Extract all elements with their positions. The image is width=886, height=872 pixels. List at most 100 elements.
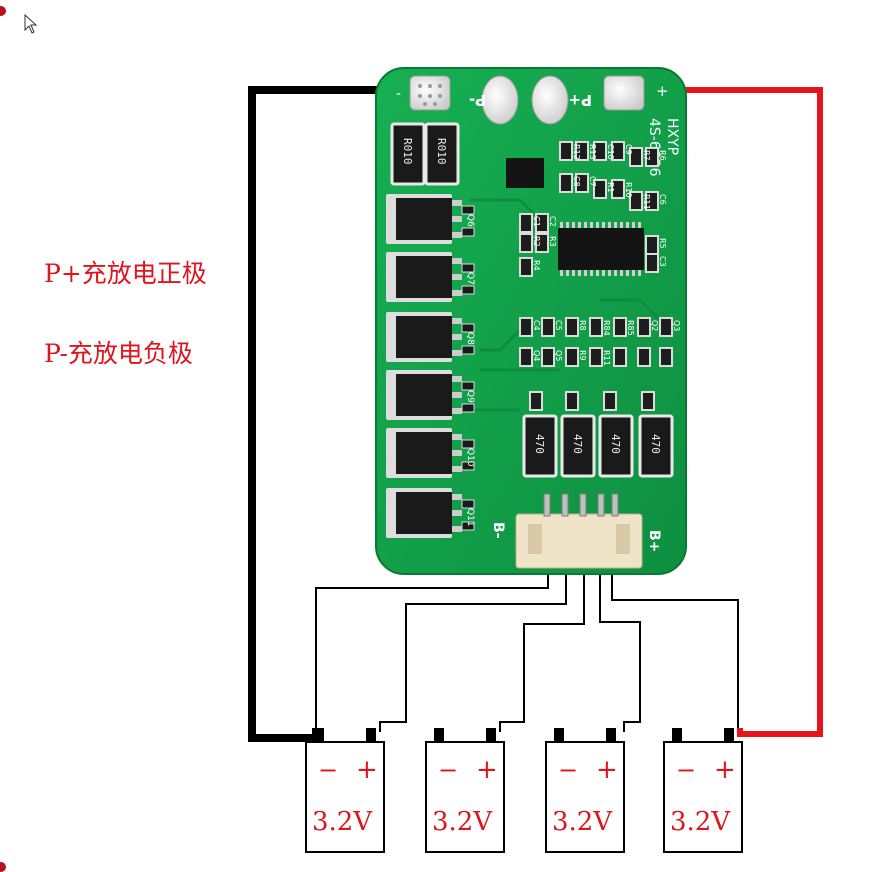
component-label: Q3 xyxy=(672,320,681,331)
mosfet: Q6 xyxy=(386,194,475,244)
smd-component xyxy=(535,233,549,253)
balance-connector xyxy=(515,493,643,569)
component-label: C2 xyxy=(548,216,557,227)
smd-component xyxy=(613,317,627,337)
pad-p-minus-label: P- xyxy=(469,91,486,109)
component-label: Q4 xyxy=(532,350,541,361)
mosfet-label: Q7 xyxy=(465,272,475,285)
smd-component xyxy=(529,391,543,411)
battery-cell: −+3.2V xyxy=(545,728,625,853)
cell-minus-label: − xyxy=(676,756,696,784)
legend-p-minus: P-充放电负极 xyxy=(44,339,193,368)
b-minus-label: B- xyxy=(490,522,506,539)
resistor-label: 470 xyxy=(533,434,546,454)
smd-component xyxy=(645,253,659,273)
pad-pos-label: + xyxy=(656,82,669,100)
smd-component xyxy=(559,173,573,193)
cell-minus-label: − xyxy=(438,756,458,784)
positive-wire xyxy=(632,87,823,737)
smd-component xyxy=(603,391,617,411)
smd-component xyxy=(589,347,603,367)
mosfet-label: Q6 xyxy=(465,214,475,227)
component-label: C1 xyxy=(532,216,541,227)
pad-p-plus-label: P+ xyxy=(568,91,592,109)
component-label: R2 xyxy=(532,236,541,247)
smd-component xyxy=(559,141,573,161)
smd-component xyxy=(629,191,643,211)
resistor-label: 470 xyxy=(609,434,622,454)
component-label: C10 xyxy=(606,144,615,160)
mosfet-label: Q8 xyxy=(465,332,475,345)
cell-plus-label: + xyxy=(356,755,378,785)
smd-component xyxy=(565,347,579,367)
component-label: Q2 xyxy=(650,320,659,331)
smd-component xyxy=(575,141,589,161)
component-label: R13 xyxy=(588,144,597,160)
bms-pcb-board: - P- P+ + R010 R010 HXYP 4S-6036 Q6Q7Q8Q… xyxy=(375,67,687,575)
component-label: C4 xyxy=(532,320,541,331)
mosfet: Q10 xyxy=(386,428,475,478)
component-label: C7 xyxy=(588,176,597,187)
component-label: R10 xyxy=(624,182,633,198)
smd-component xyxy=(613,347,627,367)
cell-voltage-label: 3.2V xyxy=(670,807,731,837)
mosfet: Q11 xyxy=(386,488,475,538)
smd-component xyxy=(541,347,555,367)
component-label: R5 xyxy=(658,238,667,249)
pad-p-plus xyxy=(531,75,569,125)
component-label: C9 xyxy=(624,144,633,155)
smd-component xyxy=(519,233,533,253)
component-label: R3 xyxy=(548,236,557,247)
component-label: R8 xyxy=(578,320,587,331)
smd-component xyxy=(519,213,533,233)
cell-voltage-label: 3.2V xyxy=(312,807,373,837)
battery-cell: −+3.2V xyxy=(305,728,385,853)
cell-minus-label: − xyxy=(318,756,338,784)
resistor-470: 470 xyxy=(522,414,558,478)
main-ic xyxy=(558,222,644,276)
cell-voltage-label: 3.2V xyxy=(552,807,613,837)
component-label: R85 xyxy=(626,320,635,336)
smd-component xyxy=(637,317,651,337)
mosfet: Q9 xyxy=(386,370,475,420)
resistor-label: 470 xyxy=(649,434,662,454)
smd-component xyxy=(519,257,533,277)
resistor-470: 470 xyxy=(598,414,634,478)
smd-component xyxy=(629,147,643,167)
component-label: C5 xyxy=(554,320,563,331)
resistor-label: 470 xyxy=(571,434,584,454)
smd-component xyxy=(565,317,579,337)
component-label: C6 xyxy=(658,194,667,205)
legend-p-plus: P+充放电正极 xyxy=(44,259,207,288)
pad-p-minus xyxy=(481,75,519,125)
mosfet-label: Q10 xyxy=(465,448,475,467)
component-label: R84 xyxy=(602,320,611,336)
smd-component xyxy=(593,141,607,161)
component-label: R12 xyxy=(572,144,581,160)
cell-plus-label: + xyxy=(714,755,736,785)
component-label: R11 xyxy=(642,194,651,210)
mouse-cursor-icon xyxy=(24,14,38,34)
corner-dot-top xyxy=(0,6,6,16)
mosfet: Q8 xyxy=(386,312,475,362)
cell-voltage-label: 3.2V xyxy=(432,807,493,837)
smd-component xyxy=(611,179,625,199)
component-label: C8 xyxy=(572,176,581,187)
resistor-470: 470 xyxy=(560,414,596,478)
smd-component xyxy=(659,347,673,367)
smd-component xyxy=(641,391,655,411)
component-label: R9 xyxy=(578,350,587,361)
balance-wires xyxy=(315,568,739,732)
mosfet-label: Q11 xyxy=(465,508,475,527)
smd-component xyxy=(593,179,607,199)
smd-component xyxy=(611,141,625,161)
mosfet-label: Q9 xyxy=(465,390,475,403)
smd-component xyxy=(535,213,549,233)
component-label: R7 xyxy=(642,150,651,161)
resistor-470: 470 xyxy=(638,414,674,478)
shunt-label: R010 xyxy=(435,138,448,165)
corner-dot-bottom xyxy=(0,862,6,872)
smd-component xyxy=(645,235,659,255)
